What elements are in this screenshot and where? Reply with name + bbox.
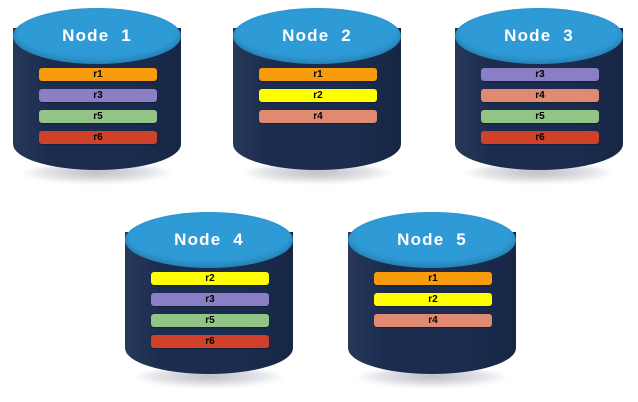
replica-bar[interactable]: r4 — [481, 89, 599, 102]
replica-bar[interactable]: r5 — [151, 314, 269, 327]
replica-bar[interactable]: r3 — [151, 293, 269, 306]
node-title: Node 5 — [397, 230, 467, 249]
database-node[interactable]: Node 4 r2 r3 r5 r6 — [125, 212, 293, 388]
node-drop-shadow — [356, 368, 508, 388]
replica-list: r2 r3 r5 r6 — [151, 272, 269, 348]
node-title: Node 2 — [282, 26, 352, 45]
node-drop-shadow — [463, 164, 615, 184]
replica-list: r1 r3 r5 r6 — [39, 68, 157, 144]
replica-bar[interactable]: r1 — [259, 68, 377, 81]
replica-bar[interactable]: r4 — [259, 110, 377, 123]
database-node[interactable]: Node 5 r1 r2 r4 — [348, 212, 516, 388]
node-title: Node 4 — [174, 230, 244, 249]
replica-bar[interactable]: r5 — [481, 110, 599, 123]
replica-bar[interactable]: r1 — [374, 272, 492, 285]
node-cylinder-top — [233, 8, 401, 64]
replica-bar[interactable]: r4 — [374, 314, 492, 327]
replica-bar[interactable]: r6 — [481, 131, 599, 144]
replica-bar[interactable]: r1 — [39, 68, 157, 81]
replica-list: r1 r2 r4 — [259, 68, 377, 123]
node-cylinder-top — [348, 212, 516, 268]
node-title: Node 3 — [504, 26, 574, 45]
replica-list: r1 r2 r4 — [374, 272, 492, 327]
replica-bar[interactable]: r6 — [151, 335, 269, 348]
node-cylinder-top — [125, 212, 293, 268]
replica-bar[interactable]: r6 — [39, 131, 157, 144]
node-drop-shadow — [241, 164, 393, 184]
replica-bar[interactable]: r3 — [39, 89, 157, 102]
replica-bar[interactable]: r2 — [151, 272, 269, 285]
replica-list: r3 r4 r5 r6 — [481, 68, 599, 144]
node-drop-shadow — [133, 368, 285, 388]
database-node[interactable]: Node 3 r3 r4 r5 r6 — [455, 8, 623, 184]
node-cylinder-top — [13, 8, 181, 64]
replica-bar[interactable]: r2 — [374, 293, 492, 306]
node-drop-shadow — [21, 164, 173, 184]
replica-bar[interactable]: r5 — [39, 110, 157, 123]
replica-bar[interactable]: r2 — [259, 89, 377, 102]
database-node[interactable]: Node 1 r1 r3 r5 r6 — [13, 8, 181, 184]
database-node[interactable]: Node 2 r1 r2 r4 — [233, 8, 401, 184]
node-title: Node 1 — [62, 26, 132, 45]
replica-bar[interactable]: r3 — [481, 68, 599, 81]
node-cylinder-top — [455, 8, 623, 64]
